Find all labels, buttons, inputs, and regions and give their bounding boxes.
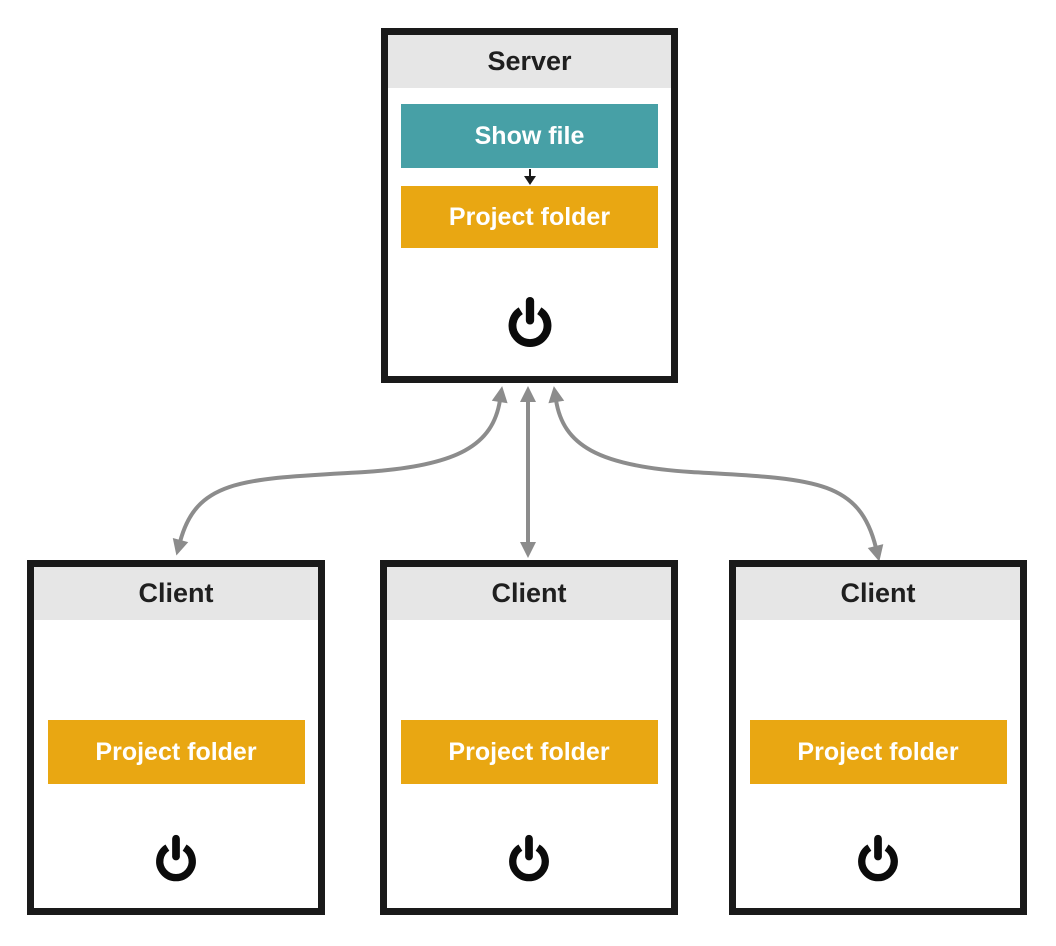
client-box-2: Client Project folder [380,560,678,915]
server-project-folder-label: Project folder [448,202,611,231]
show-file-label: Show file [474,121,585,150]
client-1-title: Client [34,567,318,620]
client-box-3: Client Project folder [729,560,1027,915]
server-box: Server Show file Project folder [381,28,678,383]
client-1-project-folder-button: Project folder [47,720,305,784]
power-icon [508,296,551,348]
show-file-button: Show file [401,104,658,168]
connector-server-client-right [548,386,884,562]
client-3-title: Client [736,567,1020,620]
power-icon [509,834,549,882]
down-arrow-icon [523,169,536,185]
client-2-project-folder-button: Project folder [400,720,658,784]
client-3-project-folder-button: Project folder [749,720,1007,784]
client-2-title: Client [387,567,671,620]
client-1-project-folder-label: Project folder [95,737,257,766]
client-2-project-folder-label: Project folder [448,737,610,766]
client-3-project-folder-label: Project folder [797,737,959,766]
server-project-folder-button: Project folder [401,186,658,248]
power-icon [156,834,196,882]
connector-server-client-left [172,386,508,556]
power-icon [858,834,898,882]
server-title: Server [388,35,671,88]
client-box-1: Client Project folder [27,560,325,915]
